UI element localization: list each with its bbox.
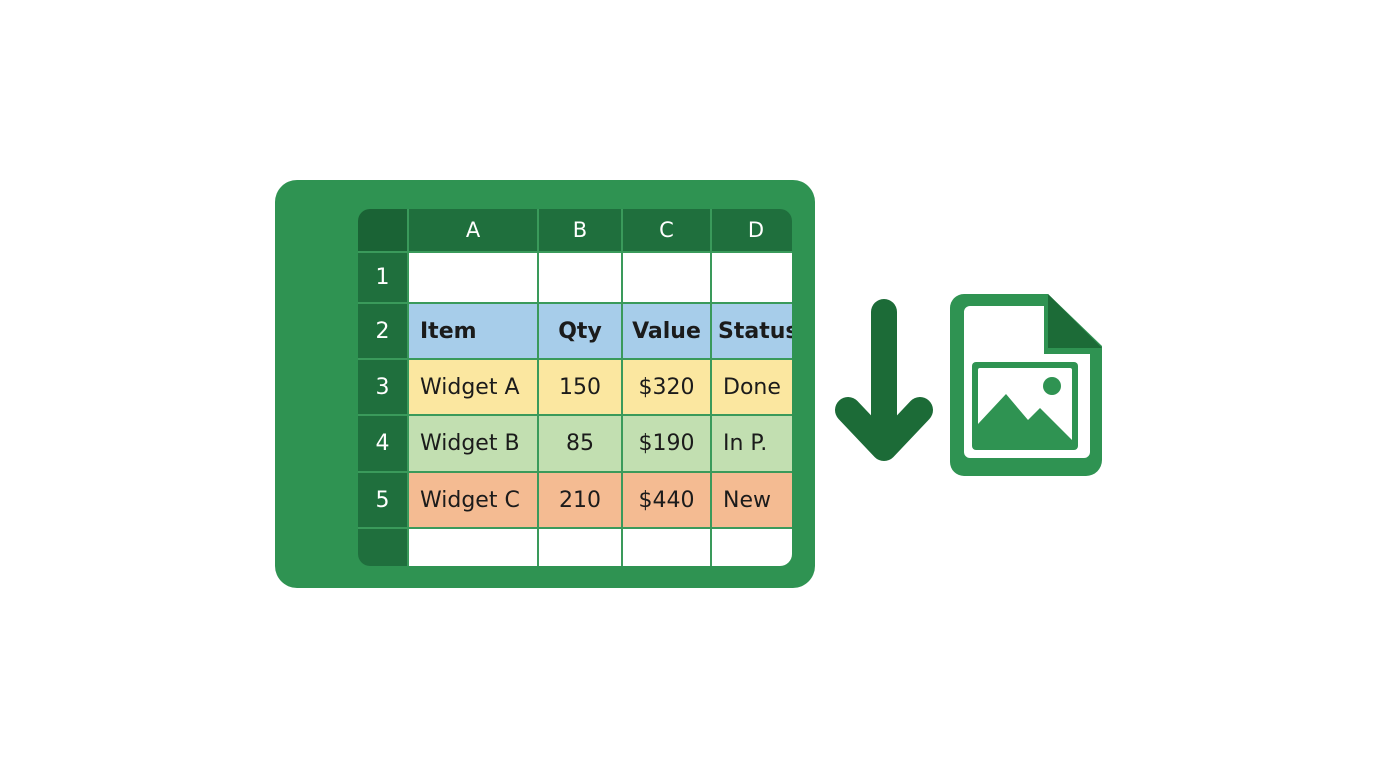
column-header-b: B: [539, 209, 621, 251]
cell-d6: [712, 529, 792, 566]
cell-c1: [623, 253, 710, 302]
cell-c3: $320: [623, 360, 710, 414]
row-header-6: [358, 529, 407, 566]
column-header-a: A: [409, 209, 537, 251]
cell-b4: 85: [539, 416, 621, 471]
row-header-2: 2: [358, 304, 407, 358]
cell-d4: In P.: [712, 416, 792, 471]
column-header-c: C: [623, 209, 710, 251]
row-header-5: 5: [358, 473, 407, 527]
cell-a2: Item: [409, 304, 537, 358]
spreadsheet-grid: A B C D 1 2 Item Qty Value Status 3 Widg…: [358, 209, 792, 566]
cell-d1: [712, 253, 792, 302]
down-arrow-icon: [835, 299, 933, 461]
cell-b2: Qty: [539, 304, 621, 358]
cell-b1: [539, 253, 621, 302]
cell-a3: Widget A: [409, 360, 537, 414]
cell-d2: Status: [712, 304, 792, 358]
row-header-1: 1: [358, 253, 407, 302]
cell-d3: Done: [712, 360, 792, 414]
row-header-3: 3: [358, 360, 407, 414]
cell-a4: Widget B: [409, 416, 537, 471]
cell-c6: [623, 529, 710, 566]
corner-cell: [358, 209, 407, 251]
cell-a1: [409, 253, 537, 302]
row-header-4: 4: [358, 416, 407, 471]
cell-a6: [409, 529, 537, 566]
image-file-icon: [950, 294, 1102, 476]
cell-d5: New: [712, 473, 792, 527]
cell-b6: [539, 529, 621, 566]
cell-b5: 210: [539, 473, 621, 527]
cell-b3: 150: [539, 360, 621, 414]
column-header-d: D: [712, 209, 792, 251]
cell-c2: Value: [623, 304, 710, 358]
cell-a5: Widget C: [409, 473, 537, 527]
cell-c4: $190: [623, 416, 710, 471]
cell-c5: $440: [623, 473, 710, 527]
